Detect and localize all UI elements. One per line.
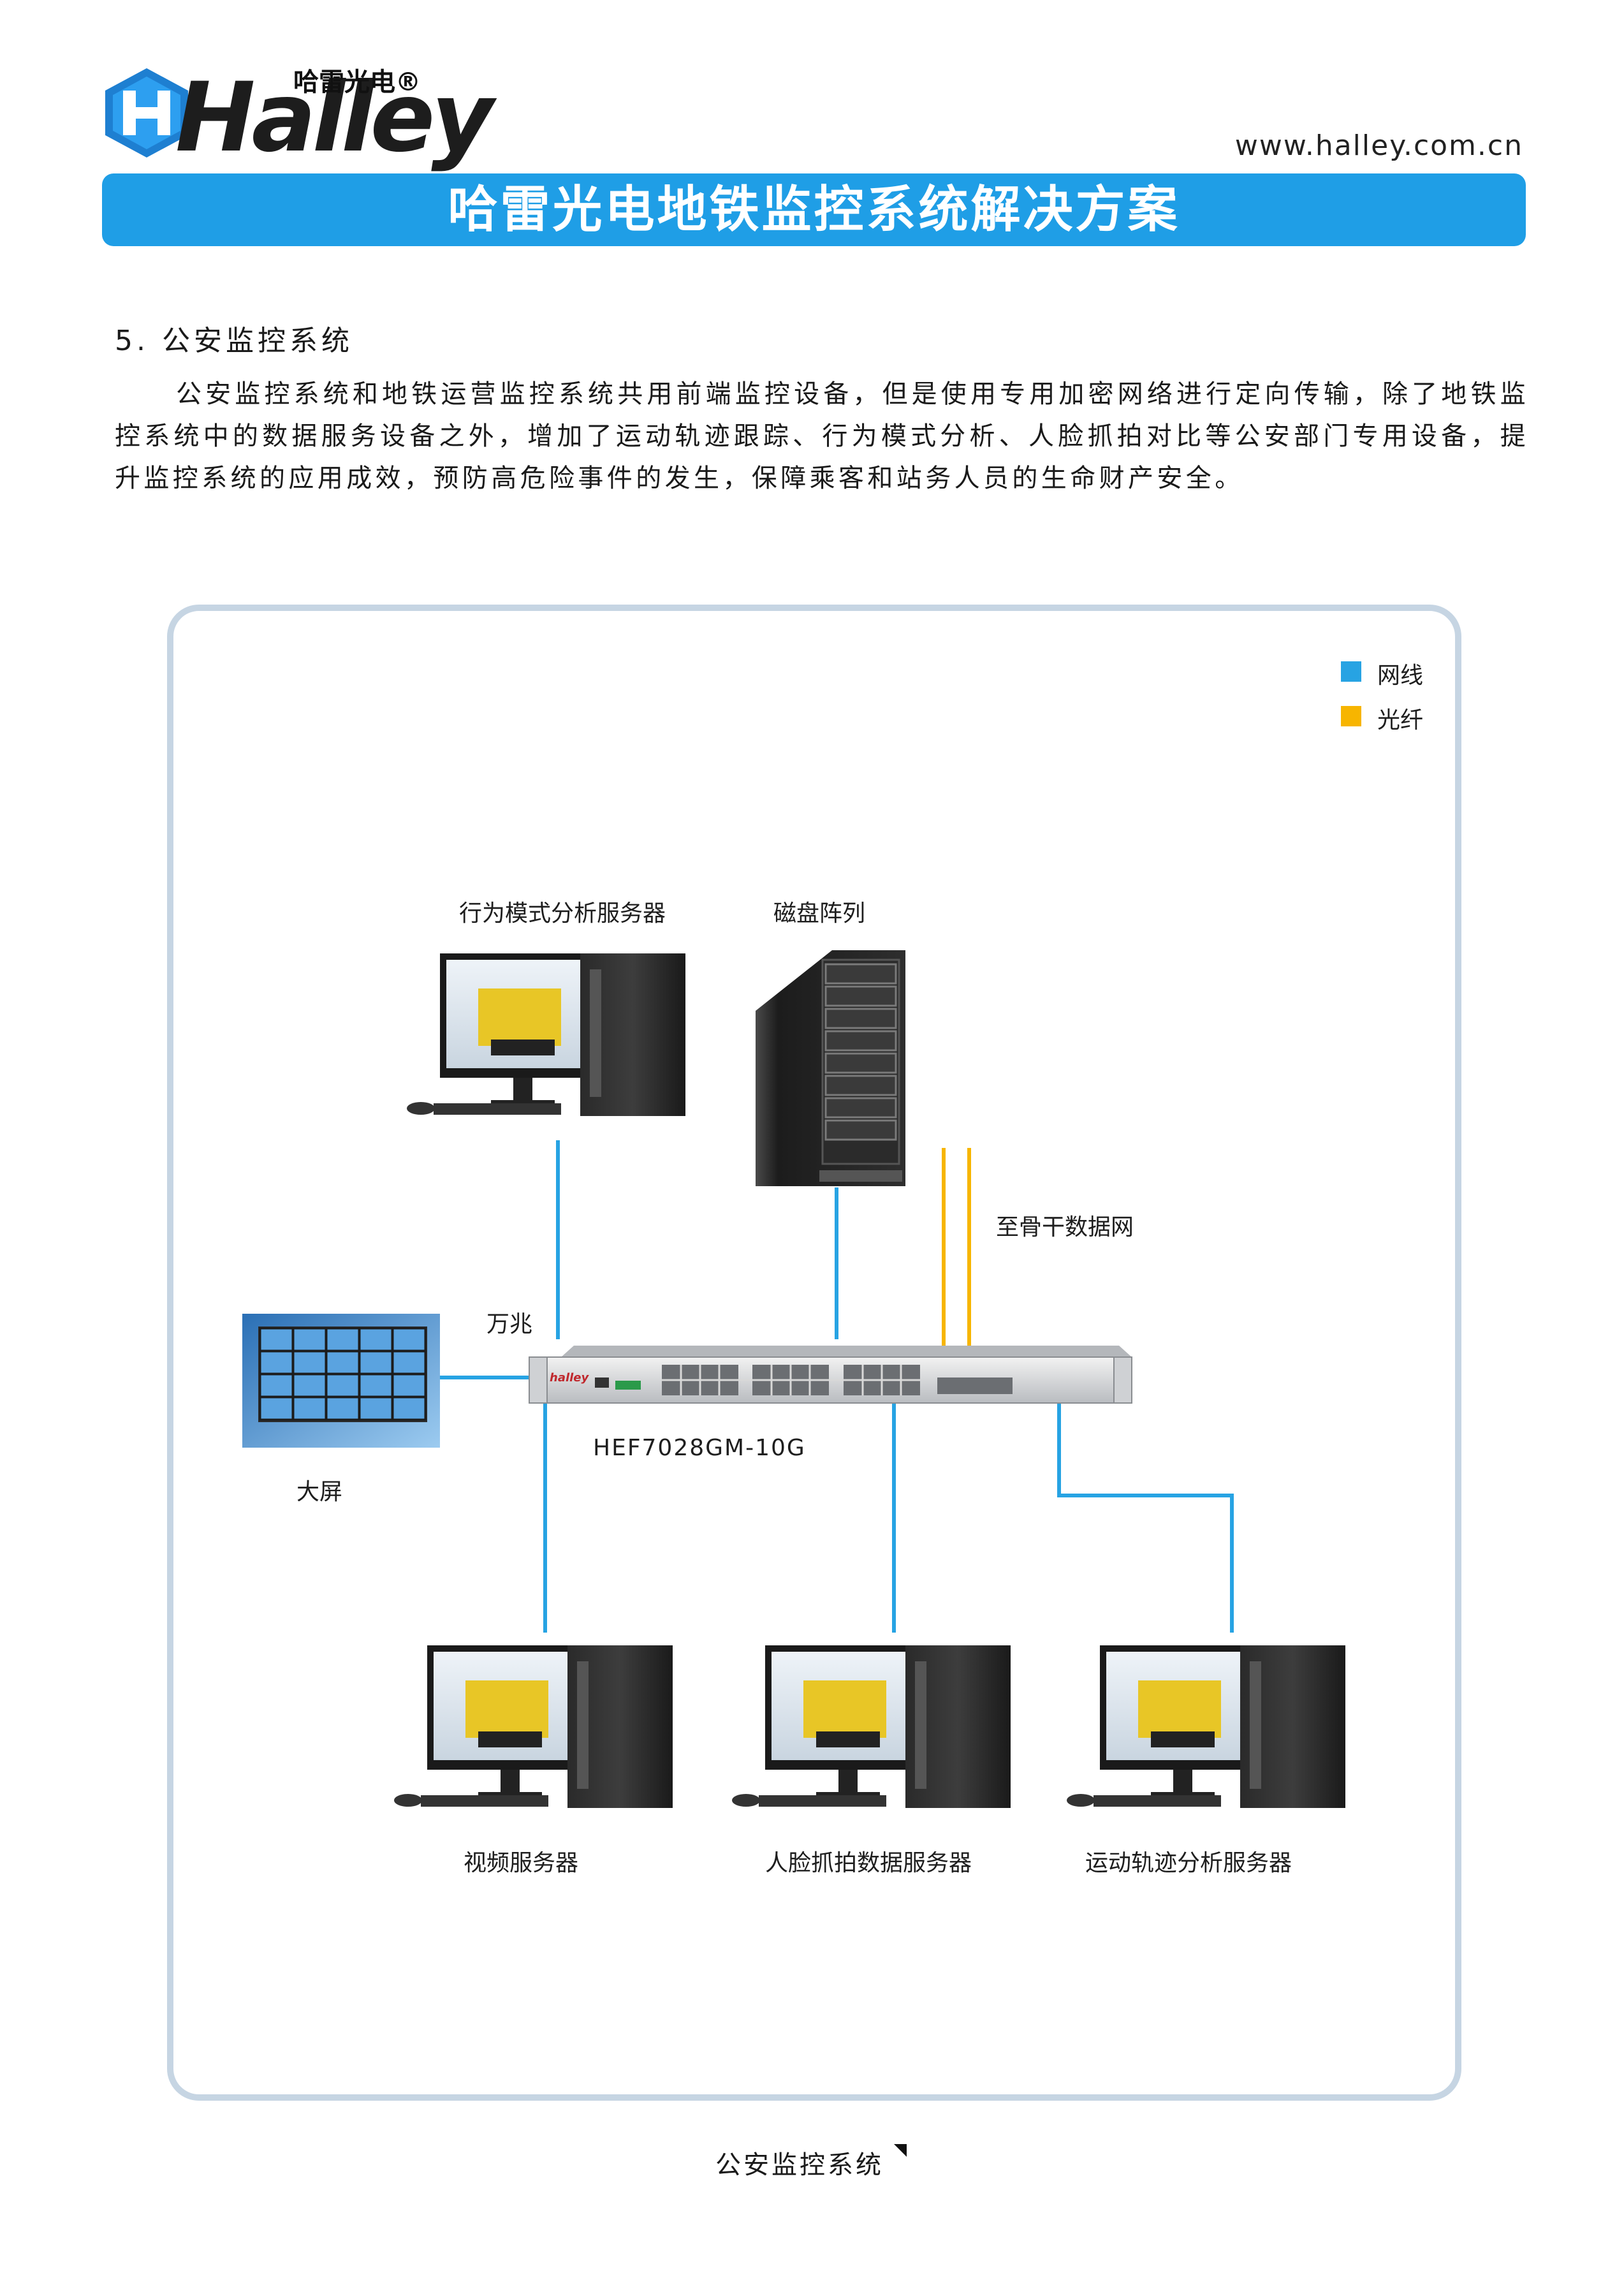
legend-network-label: 网线 [1377,663,1424,689]
workstation-behavior [407,953,685,1116]
section-title: 5. 公安监控系统 [115,325,353,357]
disk-array-graphic [756,950,905,1186]
switch-model-label: HEF7028GM-10G [593,1435,806,1461]
paragraph-text: 公安监控系统和地铁运营监控系统共用前端监控设备，但是使用专用加密网络进行定向传输… [115,379,1529,493]
caption-corner-icon [894,2144,907,2157]
switch-logo: halley [550,1371,589,1385]
network-cable-lines [440,1140,1234,1633]
legend-fiber-swatch [1341,706,1361,726]
page-title: 哈雷光电地铁监控系统解决方案 [448,180,1180,239]
hexagon-logo-icon [105,68,188,158]
legend-fiber-label: 光纤 [1377,707,1424,733]
ten-gig-label: 万兆 [486,1311,533,1337]
video-server-label: 视频服务器 [464,1850,579,1876]
legend-network-swatch [1341,661,1361,682]
logo-chinese-name: 哈雷光电® [293,68,421,97]
backbone-label: 至骨干数据网 [996,1214,1134,1240]
workstation-video [394,1645,673,1808]
switch-device-graphic [529,1346,1132,1404]
workstation-face [732,1645,1011,1808]
title-banner: 哈雷光电地铁监控系统解决方案 [102,173,1526,246]
logo-wordmark: Halley [175,62,494,173]
disk-array-label: 磁盘阵列 [773,900,866,927]
workstation-track [1067,1645,1345,1808]
section-paragraph: 公安监控系统和地铁运营监控系统共用前端监控设备，但是使用专用加密网络进行定向传输… [115,373,1529,499]
big-screen-label: 大屏 [296,1479,343,1505]
big-screen-graphic [242,1314,440,1448]
website-url[interactable]: www.halley.com.cn [1234,129,1523,162]
behavior-server-label: 行为模式分析服务器 [459,900,666,927]
track-server-label: 运动轨迹分析服务器 [1085,1850,1292,1876]
diagram-caption: 公安监控系统 [715,2150,884,2180]
company-logo: Halley 哈雷光电® [99,56,494,171]
face-server-label: 人脸抓拍数据服务器 [765,1850,972,1876]
